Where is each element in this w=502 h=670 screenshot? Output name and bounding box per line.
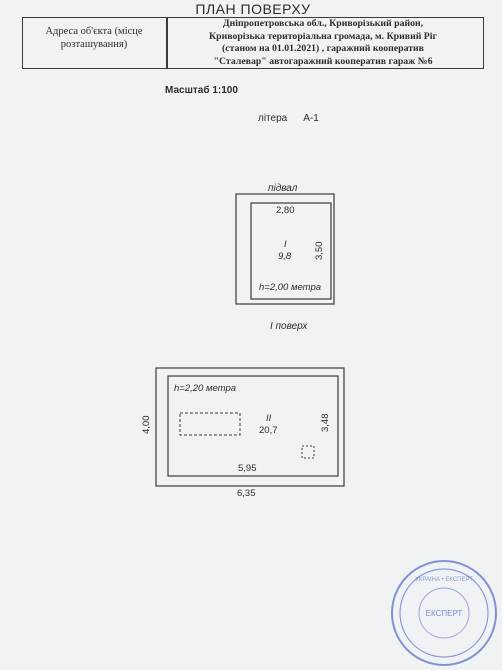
official-stamp: УКРАЇНА • ЕКСПЕРТ ЕКСПЕРТ [391, 560, 497, 666]
first-floor-label: I поверх [270, 321, 308, 332]
stamp-inner-ring [418, 587, 470, 639]
first-floor-height-note: h=2,20 метра [174, 383, 236, 394]
first-floor-room-number: II [266, 413, 272, 424]
basement-height-note: h=2,00 метра [259, 282, 321, 293]
first-floor-plan: h=2,20 метра II 20,7 3,48 4,00 5,95 6,35 [141, 367, 345, 499]
first-floor-inner-depth-dim: 3,48 [320, 414, 331, 433]
basement-inner-wall [250, 202, 332, 300]
stamp-middle-ring [399, 568, 489, 658]
basement-outer-wall [235, 193, 335, 305]
first-floor-outer-width-dim: 6,35 [237, 488, 256, 499]
address-line-1: Дніпропетровська обл., Криворізький райо… [222, 18, 424, 29]
scale-label: Масштаб 1:100 [165, 85, 238, 96]
address-table-divider [166, 17, 168, 69]
basement-area: 9,8 [278, 251, 292, 262]
address-table [22, 17, 484, 69]
inspection-pit [179, 412, 241, 436]
address-line-2: Криворізька територіальна громада, м. Кр… [209, 30, 437, 42]
first-floor-area: 20,7 [259, 425, 278, 436]
first-floor-outer-depth-dim: 4,00 [141, 416, 152, 435]
basement-label: підвал [268, 183, 298, 194]
document-title: ПЛАН ПОВЕРХУ [195, 1, 311, 17]
floor-opening [301, 445, 315, 459]
address-label: Адреса об'єкта (місце розташування) [45, 26, 143, 50]
stamp-center-word: ЕКСПЕРТ [426, 609, 463, 618]
address-value: Дніпропетровська обл., Криворізький райо… [168, 18, 478, 70]
litera-line: літера А-1 [258, 113, 319, 124]
stamp-ring-text: УКРАЇНА • ЕКСПЕРТ [415, 576, 473, 583]
basement-depth-dim: 3,50 [314, 242, 325, 261]
stamp-outer-ring [391, 560, 497, 666]
litera-code: А-1 [303, 113, 319, 124]
first-floor-inner-width-dim: 5,95 [238, 463, 257, 474]
address-line-3: (станом на 01.01.2021) , гаражний коопер… [222, 43, 424, 55]
litera-label: літера [258, 113, 288, 124]
basement-room-number: I [284, 239, 287, 250]
first-floor-inner-wall [167, 375, 339, 477]
address-line-4: "Сталевар" автогаражний кооператив гараж… [213, 55, 433, 67]
basement-plan: 2,80 3,50 I 9,8 h=2,00 метра [235, 193, 335, 305]
basement-width-dim: 2,80 [276, 205, 295, 216]
